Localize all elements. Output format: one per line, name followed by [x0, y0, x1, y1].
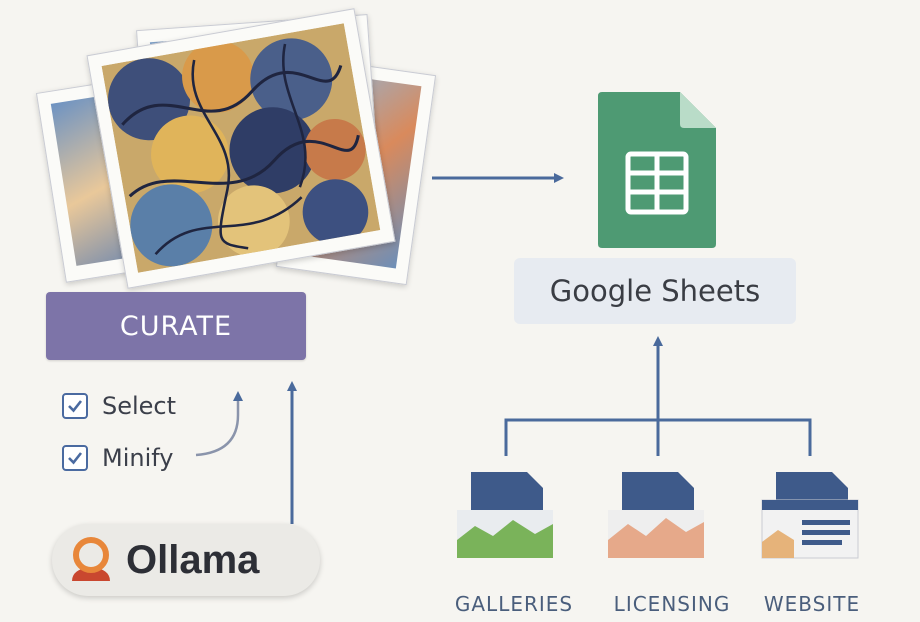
spreadsheet-icon — [598, 92, 716, 248]
checklist-item-select[interactable]: Select — [62, 392, 176, 420]
destination-label-licensing: LICENSING — [613, 592, 731, 616]
minify-checkbox[interactable] — [62, 445, 88, 471]
gallery-folder-icon — [457, 472, 553, 558]
select-label: Select — [102, 392, 177, 420]
select-checkbox[interactable] — [62, 393, 88, 419]
checklist-item-minify[interactable]: Minify — [62, 444, 176, 472]
google-sheets-label: Google Sheets — [549, 274, 761, 308]
checkmark-icon — [68, 400, 83, 413]
ollama-logo-icon — [72, 537, 110, 581]
checkmark-icon — [68, 452, 83, 465]
destination-label-galleries: GALLERIES — [454, 592, 574, 616]
curate-button[interactable]: CURATE — [46, 292, 306, 360]
arrow-minify-curve — [195, 391, 243, 457]
google-sheets-label-box: Google Sheets — [514, 258, 796, 324]
abstract-artwork-image — [101, 23, 381, 273]
photo-front — [86, 8, 396, 289]
minify-label: Minify — [102, 444, 174, 472]
curate-checklist: Select Minify — [62, 392, 176, 472]
website-folder-icon — [761, 472, 859, 559]
licensing-folder-icon — [608, 472, 704, 558]
ollama-label: Ollama — [126, 537, 260, 582]
destination-label-website: WEBSITE — [763, 592, 861, 616]
ollama-badge: Ollama — [52, 524, 320, 596]
artwork-photo-stack — [35, 8, 440, 295]
